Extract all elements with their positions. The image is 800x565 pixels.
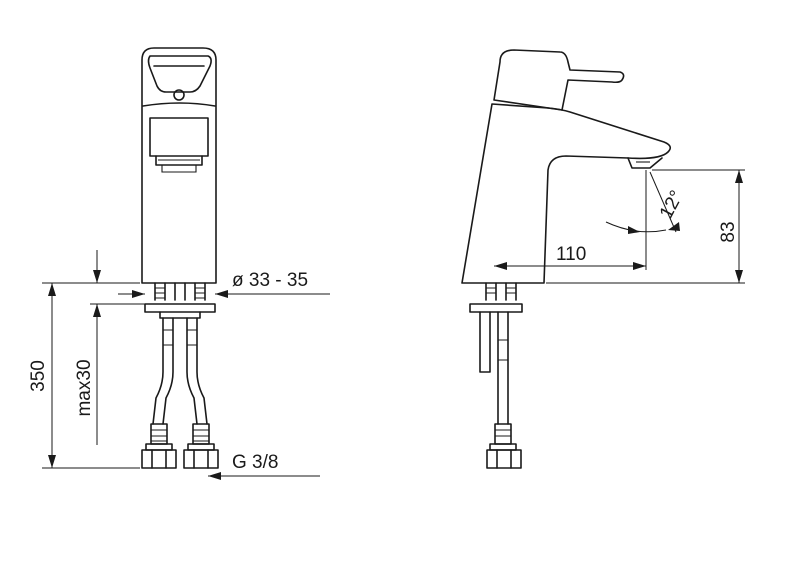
- faucet-body-front: [141, 47, 217, 284]
- front-view: 350 max30 ø 33 - 35 G 3/8: [28, 47, 330, 480]
- label-height: 350: [28, 360, 49, 392]
- label-spout-height: 83: [718, 221, 739, 242]
- dimension-hole-diameter: ø 33 - 35: [118, 270, 330, 298]
- label-angle: 12°: [656, 187, 688, 222]
- label-max-thickness: max30: [74, 359, 95, 416]
- label-hole-diameter: ø 33 - 35: [232, 270, 308, 291]
- hose-connectors-front: [141, 423, 219, 469]
- dimension-reach: 110: [494, 170, 647, 270]
- dimension-max-thickness: max30: [74, 250, 145, 445]
- faucet-body-side: [461, 49, 672, 284]
- label-connection: G 3/8: [232, 452, 278, 473]
- label-reach: 110: [556, 244, 586, 265]
- mounting-threads-front: [144, 282, 216, 319]
- mounting-threads-side: [469, 282, 523, 469]
- dimension-spout-height: 83: [546, 169, 745, 284]
- flex-hoses-front: [152, 317, 208, 425]
- side-view: 110 83 12°: [461, 49, 745, 469]
- dimension-connection: G 3/8: [208, 452, 320, 480]
- dimension-angle: 12°: [605, 171, 688, 234]
